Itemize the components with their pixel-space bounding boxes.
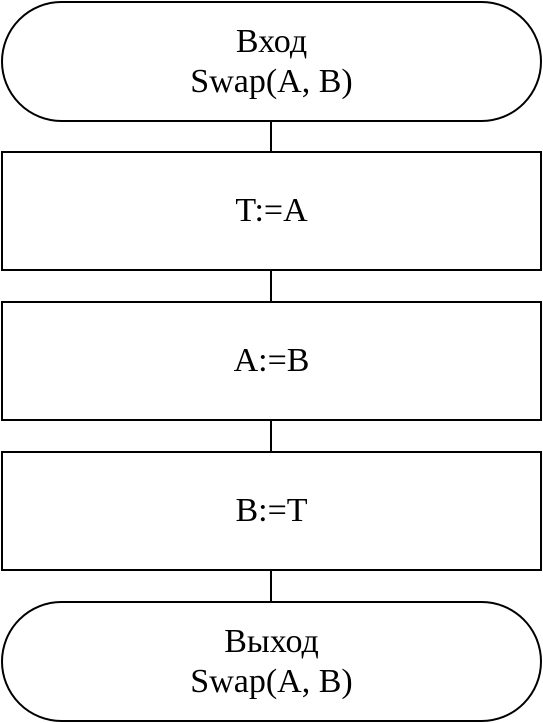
start-label: Вход <box>235 22 308 60</box>
process-step-2-text: A:=B <box>233 342 310 379</box>
connector-start-to-step1 <box>270 122 272 151</box>
end-procedure-name: Swap(A, B) <box>190 662 353 700</box>
process-step-3-text: B:=T <box>235 492 308 529</box>
process-step-2: A:=B <box>1 301 542 421</box>
connector-step1-to-step2 <box>270 271 272 301</box>
process-step-1: T:=A <box>1 151 542 271</box>
process-step-1-text: T:=A <box>235 192 308 229</box>
connector-step3-to-end <box>270 571 272 601</box>
start-procedure-name: Swap(A, B) <box>190 62 353 100</box>
end-label: Выход <box>224 622 319 660</box>
process-step-3: B:=T <box>1 451 542 571</box>
start-terminal: Вход Swap(A, B) <box>1 1 542 122</box>
end-terminal: Выход Swap(A, B) <box>1 601 542 722</box>
connector-step2-to-step3 <box>270 421 272 451</box>
